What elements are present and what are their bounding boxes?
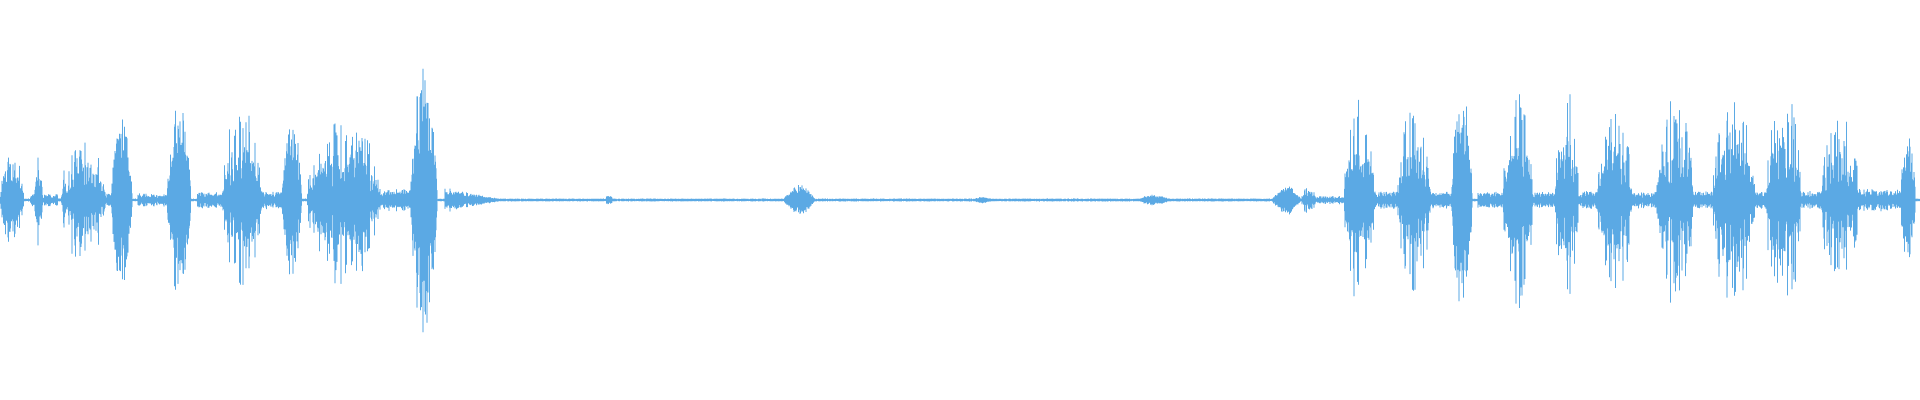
- waveform-path: [0, 68, 1920, 333]
